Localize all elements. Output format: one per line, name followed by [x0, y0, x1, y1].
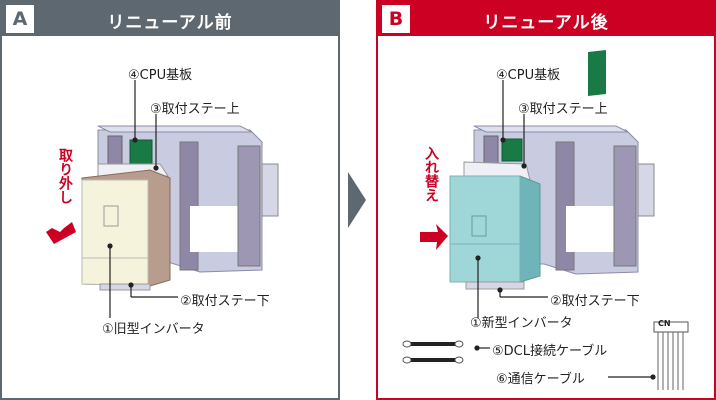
badge-b: B	[382, 5, 410, 33]
label-stay-lower-before: ②取付ステー下	[180, 294, 270, 309]
stay-lower-before	[99, 283, 151, 291]
label-stay-lower-after: ②取付ステー下	[550, 294, 640, 309]
panel-after: B リニューアル後	[376, 0, 716, 400]
label-cpu-before: ④CPU基板	[128, 68, 193, 83]
comm-cable-icon	[653, 321, 689, 390]
leaders-after	[474, 80, 656, 380]
cpu-board-before	[129, 139, 153, 167]
remove-arrow-icon	[46, 222, 76, 244]
label-cpu-after: ④CPU基板	[496, 68, 561, 83]
label-inverter-before: ①旧型インバータ	[102, 322, 205, 337]
cpu-board-new-icon	[588, 50, 606, 96]
stay-lower-after	[465, 281, 525, 290]
panel-after-header: B リニューアル後	[378, 2, 714, 36]
transition-arrow-icon	[348, 172, 366, 228]
leaders-before	[107, 80, 178, 318]
panel-before-title: リニューアル前	[107, 13, 233, 33]
label-stay-upper-before: ③取付ステー上	[150, 102, 240, 117]
replace-arrow-icon	[420, 224, 448, 250]
label-inverter-after: ①新型インバータ	[470, 316, 573, 331]
cpu-board-after	[501, 138, 523, 162]
badge-a: A	[6, 5, 34, 33]
label-dcl-cable: ⑤DCL接続ケーブル	[492, 344, 608, 359]
label-comm-cable: ⑥通信ケーブル	[496, 372, 585, 387]
panel-after-title: リニューアル後	[483, 13, 609, 33]
panel-before: A リニューアル前	[0, 0, 340, 400]
label-stay-upper-after: ③取付ステー上	[518, 102, 608, 117]
new-inverter	[449, 175, 541, 283]
remove-label: 取り外し	[57, 148, 73, 204]
dcl-cable-icon	[402, 340, 464, 364]
replace-label: 入れ替え	[423, 146, 439, 202]
old-inverter	[81, 169, 171, 287]
panel-before-header: A リニューアル前	[2, 2, 338, 36]
connector-label: CN	[658, 319, 671, 328]
